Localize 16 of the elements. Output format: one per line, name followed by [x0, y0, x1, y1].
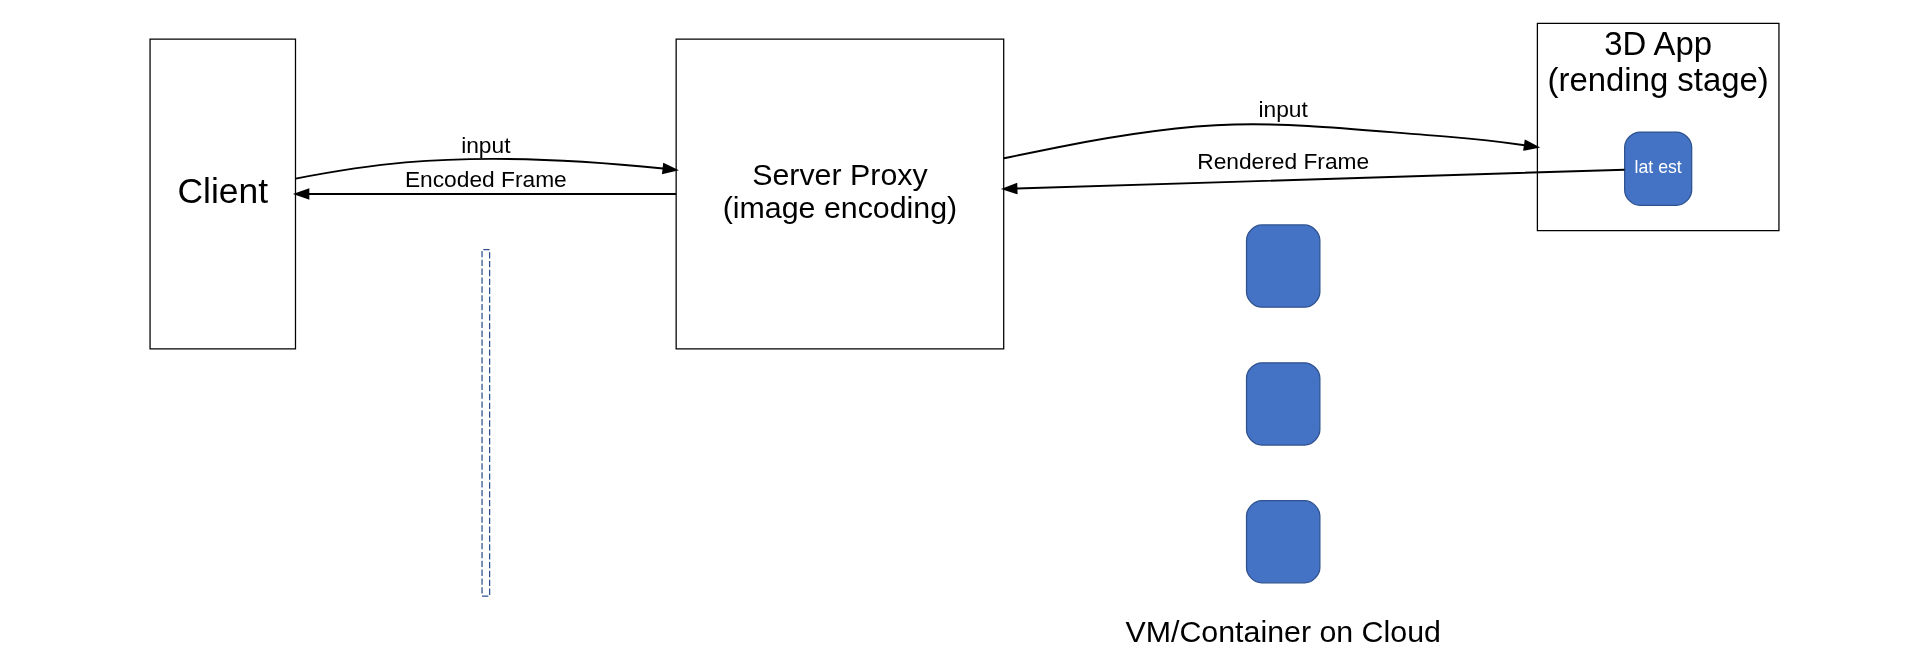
edge-label: input: [460, 131, 510, 158]
edge-label: input: [1258, 96, 1308, 123]
arrow: [1002, 123, 1540, 160]
node-box: [1245, 500, 1320, 584]
node-box: [1245, 362, 1320, 446]
arrow: [292, 188, 677, 200]
edge-label: Rendered Frame: [1196, 148, 1369, 175]
node-bar: [480, 249, 490, 597]
node-box: lat est: [1623, 131, 1692, 206]
node-box: Server Proxy (image encoding): [675, 38, 1004, 350]
arrow: [294, 157, 679, 180]
node-box: Client: [148, 38, 296, 350]
edge-label: Encoded Frame: [404, 165, 567, 192]
label: VM/Container on Cloud: [1124, 614, 1441, 648]
arrow: [1000, 168, 1626, 195]
node-box: [1245, 224, 1320, 308]
